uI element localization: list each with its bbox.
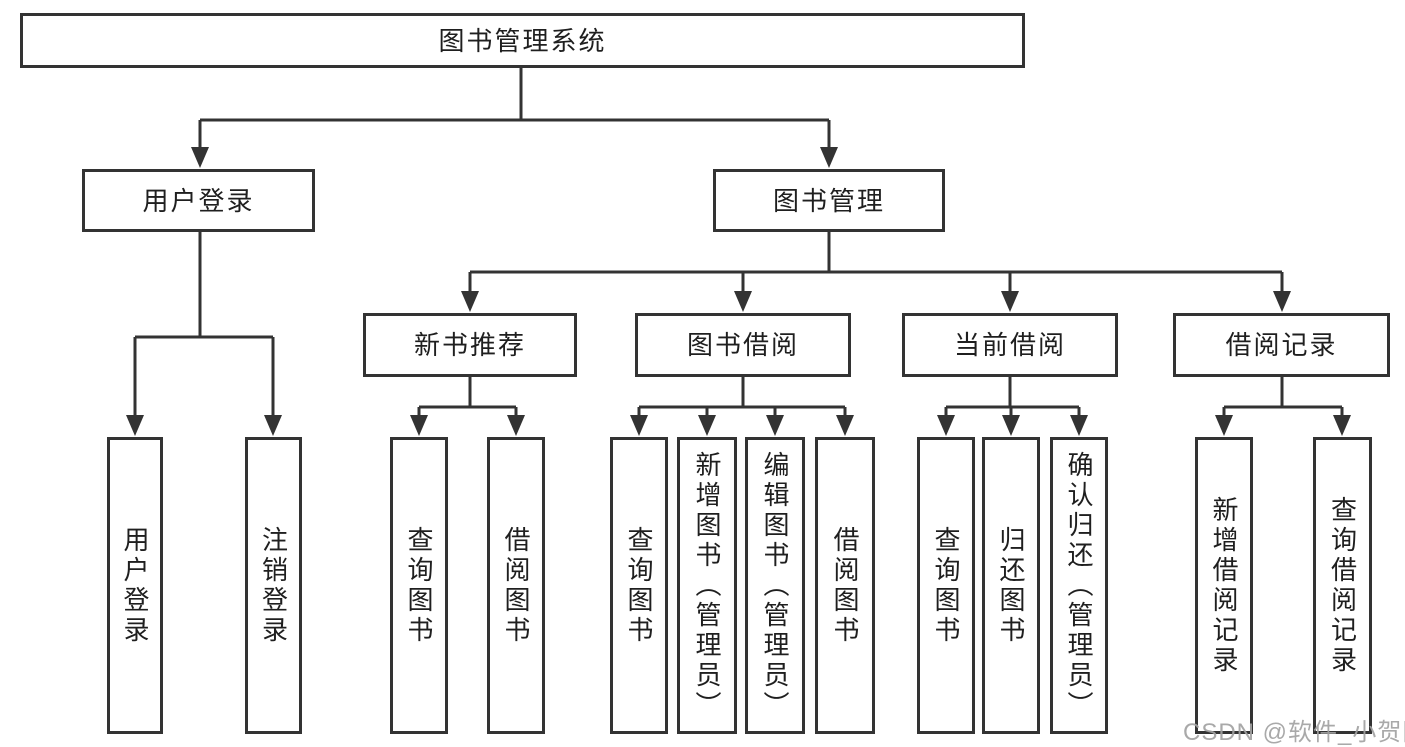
leaf-borrow-query-books: 查询图书 xyxy=(610,437,668,734)
leaf-borrow-query-books-label: 查询图书 xyxy=(624,525,654,646)
arrowheads-user-login-leaves xyxy=(126,415,282,436)
node-new-book-recommend: 新书推荐 xyxy=(363,313,577,377)
node-borrow-record-label: 借阅记录 xyxy=(1225,330,1338,360)
leaf-edit-books-admin: 编辑图书（管理员） xyxy=(745,437,805,734)
leaf-add-borrow-record-label: 新增借阅记录 xyxy=(1209,495,1239,676)
arrow-down-icon xyxy=(1273,291,1291,312)
leaf-query-borrow-record-label: 查询借阅记录 xyxy=(1327,495,1358,676)
arrow-down-icon xyxy=(734,291,752,312)
node-user-login-label: 用户登录 xyxy=(142,185,255,216)
leaf-current-query-books: 查询图书 xyxy=(917,437,975,734)
leaf-logout-label: 注销登录 xyxy=(258,525,289,646)
node-user-login: 用户登录 xyxy=(82,169,315,232)
leaf-user-login-label: 用户登录 xyxy=(120,525,150,646)
arrow-down-icon xyxy=(1070,415,1088,436)
leaf-query-borrow-record: 查询借阅记录 xyxy=(1313,437,1372,734)
arrow-down-icon xyxy=(937,415,955,436)
connector-user-login-to-leaves xyxy=(133,232,275,418)
arrow-down-icon xyxy=(1002,415,1020,436)
leaf-add-borrow-record: 新增借阅记录 xyxy=(1195,437,1253,734)
arrow-down-icon xyxy=(1215,415,1233,436)
node-current-borrow-label: 当前借阅 xyxy=(953,330,1066,360)
node-book-management: 图书管理 xyxy=(713,169,945,232)
node-book-borrow: 图书借阅 xyxy=(635,313,851,377)
arrowheads-root-to-level2 xyxy=(191,147,838,168)
node-borrow-record: 借阅记录 xyxy=(1173,313,1390,377)
connector-root-to-level2 xyxy=(198,68,831,150)
arrow-down-icon xyxy=(191,147,209,168)
leaf-add-books-admin: 新增图书（管理员） xyxy=(677,437,737,734)
leaf-confirm-return-admin: 确认归还（管理员） xyxy=(1050,437,1108,734)
arrow-down-icon xyxy=(264,415,282,436)
arrow-down-icon xyxy=(630,415,648,436)
arrow-down-icon xyxy=(410,415,428,436)
node-new-book-recommend-label: 新书推荐 xyxy=(413,330,526,360)
arrow-down-icon xyxy=(766,415,784,436)
leaf-recommend-query-books-label: 查询图书 xyxy=(404,525,434,646)
node-current-borrow: 当前借阅 xyxy=(902,313,1118,377)
arrowheads-borrow-record xyxy=(1215,415,1351,436)
connector-current-borrow-leaves xyxy=(944,375,1081,418)
node-book-management-label: 图书管理 xyxy=(772,185,885,216)
arrow-down-icon xyxy=(1333,415,1351,436)
csdn-watermark: CSDN @软件_小贺同学 xyxy=(1183,719,1405,746)
leaf-recommend-query-books: 查询图书 xyxy=(390,437,448,734)
leaf-edit-books-admin-label: 编辑图书（管理员） xyxy=(760,450,790,721)
arrow-down-icon xyxy=(1001,291,1019,312)
arrowheads-new-book-recommend xyxy=(410,415,525,436)
node-root-label: 图书管理系统 xyxy=(438,25,607,56)
leaf-recommend-borrow-books-label: 借阅图书 xyxy=(501,525,531,646)
leaf-user-login: 用户登录 xyxy=(107,437,163,734)
arrow-down-icon xyxy=(126,415,144,436)
arrow-down-icon xyxy=(698,415,716,436)
leaf-return-books-label: 归还图书 xyxy=(996,525,1026,646)
arrowheads-book-borrow xyxy=(630,415,854,436)
leaf-add-books-admin-label: 新增图书（管理员） xyxy=(692,450,722,721)
leaf-borrow-books-label: 借阅图书 xyxy=(830,525,860,646)
leaf-logout: 注销登录 xyxy=(245,437,302,734)
connector-book-management-to-level3 xyxy=(468,232,1284,294)
arrow-down-icon xyxy=(836,415,854,436)
node-root-system: 图书管理系统 xyxy=(20,13,1025,68)
connector-new-book-recommend-leaves xyxy=(417,375,518,418)
connector-borrow-record-leaves xyxy=(1222,375,1344,418)
arrowheads-level3 xyxy=(461,291,1291,312)
leaf-borrow-books: 借阅图书 xyxy=(815,437,875,734)
leaf-current-query-books-label: 查询图书 xyxy=(931,525,961,646)
arrowheads-current-borrow xyxy=(937,415,1088,436)
leaf-confirm-return-admin-label: 确认归还（管理员） xyxy=(1064,450,1094,721)
connector-book-borrow-leaves xyxy=(637,375,847,418)
leaf-return-books: 归还图书 xyxy=(982,437,1040,734)
node-book-borrow-label: 图书借阅 xyxy=(686,330,799,360)
arrow-down-icon xyxy=(507,415,525,436)
leaf-recommend-borrow-books: 借阅图书 xyxy=(487,437,545,734)
arrow-down-icon xyxy=(461,291,479,312)
arrow-down-icon xyxy=(820,147,838,168)
